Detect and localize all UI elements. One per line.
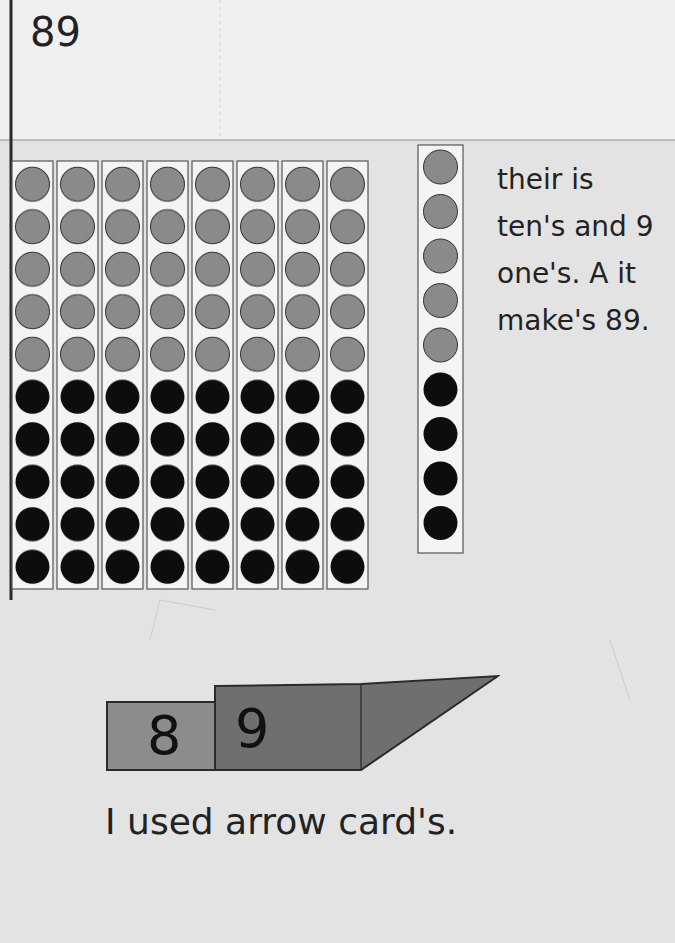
arrow-card: 9	[213, 674, 500, 772]
tens-strips	[10, 160, 370, 590]
ones-strip	[418, 145, 463, 553]
black-dots	[10, 376, 370, 589]
card-digit: 9	[235, 702, 269, 756]
explanation-text: their is ten's and 9 one's. A it make's …	[497, 156, 662, 344]
page-number: 89	[30, 10, 81, 54]
method-note: I used arrow card's.	[105, 800, 457, 843]
grey-dots	[10, 163, 370, 376]
card-digit: 8	[147, 709, 181, 763]
top-page	[0, 0, 675, 140]
